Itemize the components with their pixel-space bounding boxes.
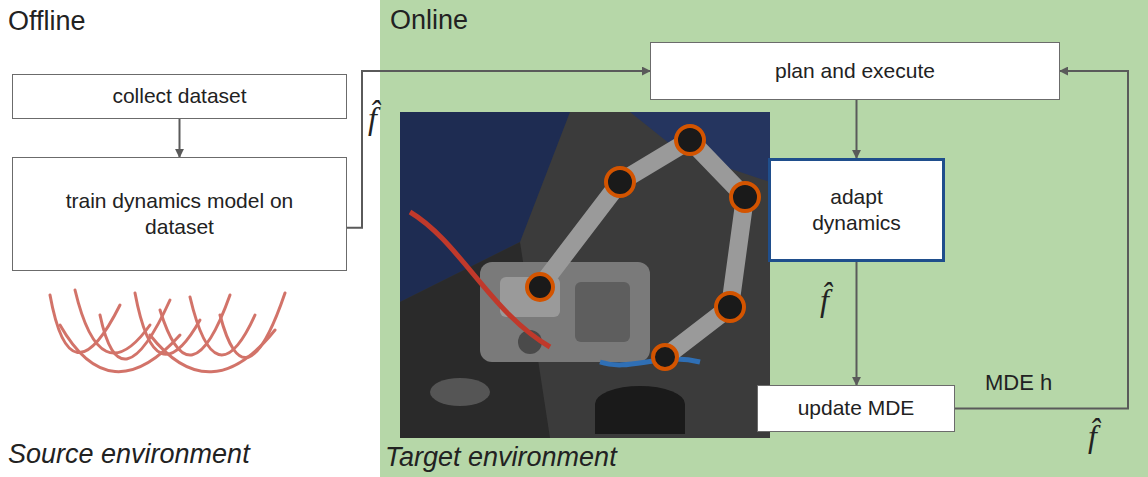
edge-label: f̂ [368, 100, 377, 137]
flow-arrow [856, 100, 858, 158]
flow-arrow [955, 71, 1128, 409]
box-label: train dynamics model on dataset [65, 188, 294, 241]
adapt-box: adapt dynamics [768, 158, 945, 262]
process-box: train dynamics model on dataset [12, 157, 347, 271]
process-box: plan and execute [650, 42, 1060, 100]
robot-photo [400, 112, 770, 438]
flow-arrow [179, 119, 181, 157]
box-label: update MDE [798, 395, 915, 421]
process-box: collect dataset [12, 74, 347, 119]
model-symbol: f̂ [1088, 418, 1097, 455]
edge-label: f̂ [820, 282, 829, 319]
box-label: collect dataset [112, 83, 246, 109]
box-label: adapt dynamics [801, 184, 912, 237]
region-title: Online [390, 5, 468, 36]
section-title: Offline [8, 6, 86, 37]
edge-label: MDE h [985, 370, 1052, 396]
online-region: OnlineTarget environment plan and execute… [380, 0, 1148, 477]
box-label: plan and execute [775, 58, 935, 84]
rope-illustration [40, 285, 300, 415]
flow-arrow [856, 262, 858, 385]
flow-arrow [347, 71, 650, 228]
environment-caption: Source environment [8, 439, 250, 470]
process-box: update MDE [757, 385, 955, 432]
region-title: Target environment [385, 442, 617, 473]
